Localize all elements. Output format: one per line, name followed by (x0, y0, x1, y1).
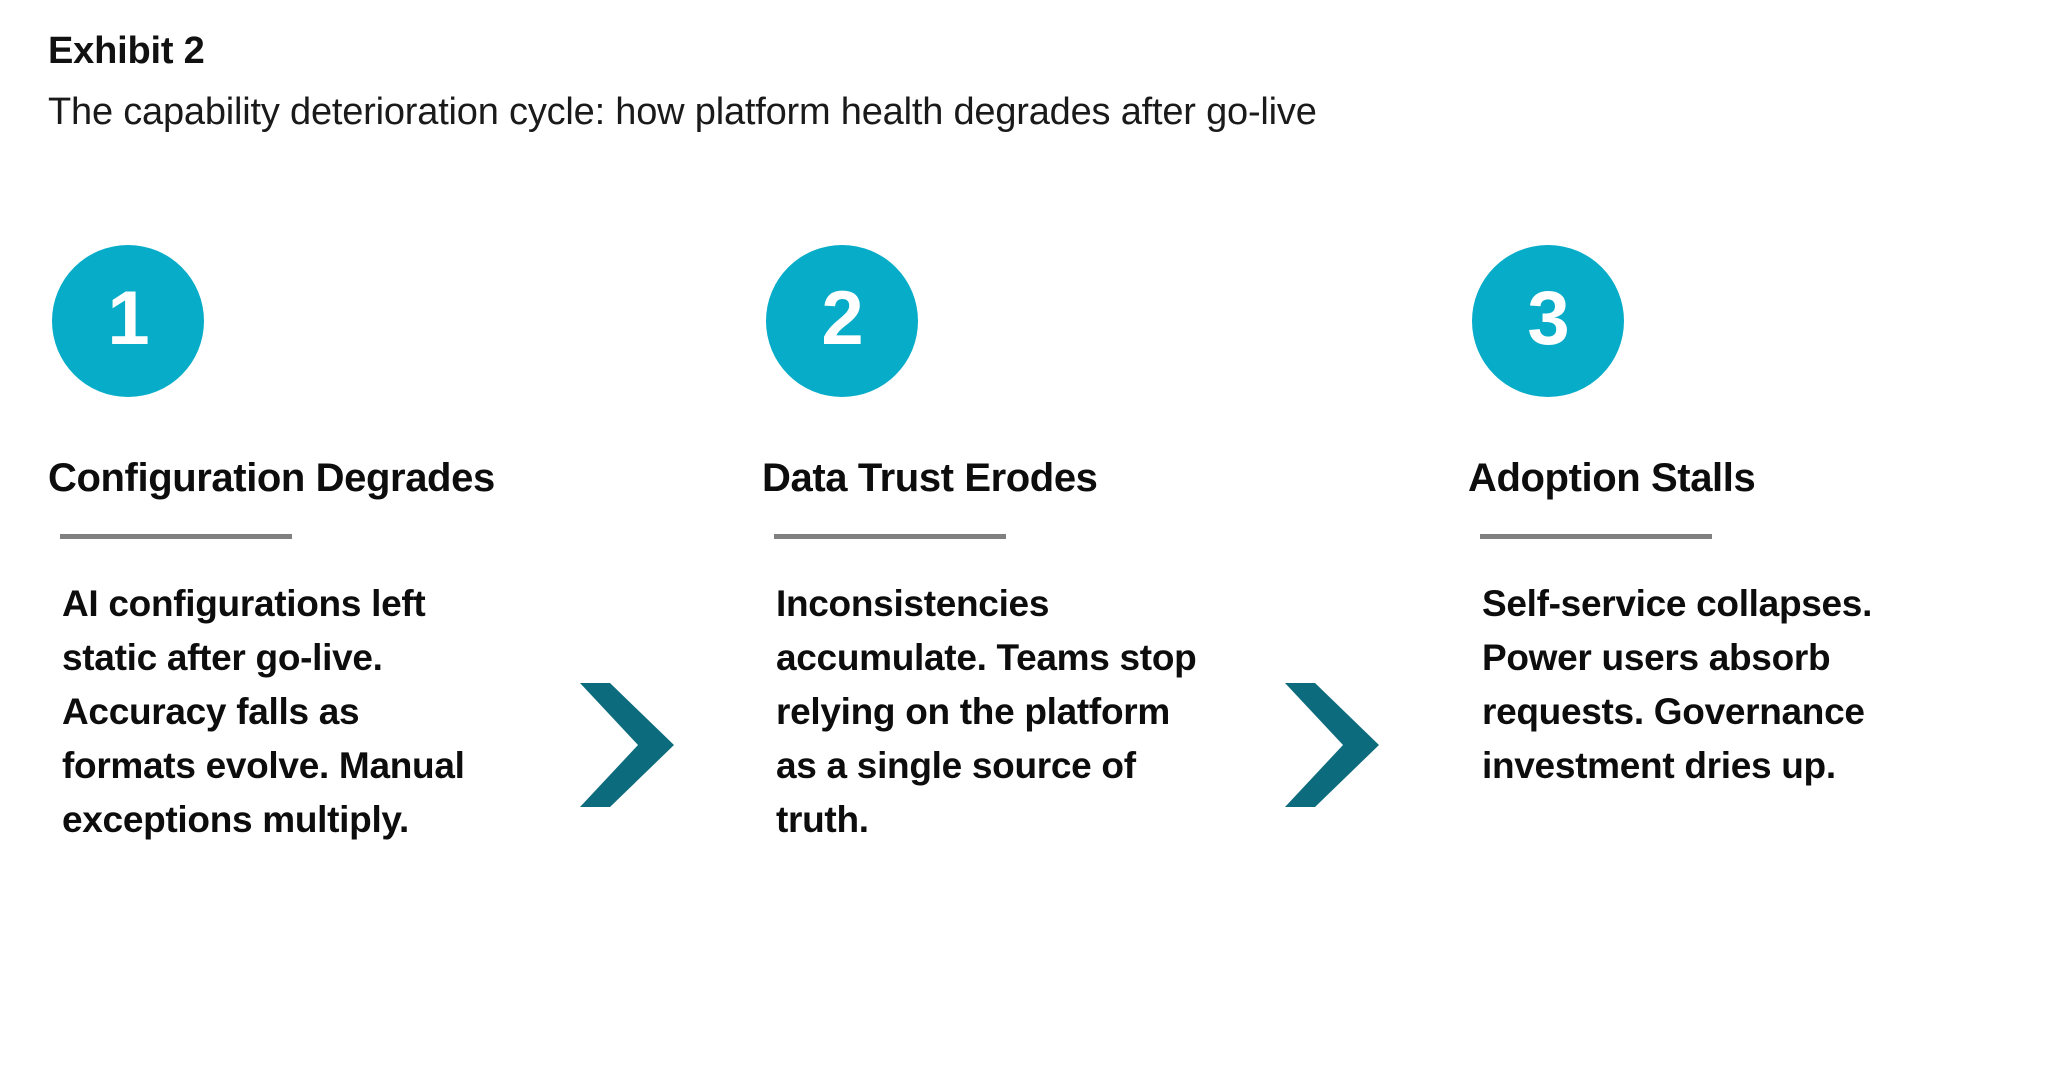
step-body-3: Self-service collapses. Power users abso… (1482, 583, 1873, 787)
exhibit-subtitle: The capability deterioration cycle: how … (48, 90, 1317, 133)
step-body-2: Inconsistencies accumulate. Teams stop r… (776, 583, 1197, 841)
step-divider-1 (60, 534, 292, 539)
step-column-1: 1 Configuration Degrades AI configuratio… (48, 245, 568, 847)
step-body-1: AI configurations left static after go-l… (62, 583, 465, 841)
step-number-badge-3: 3 (1472, 245, 1624, 397)
step-title-3: Adoption Stalls (1468, 456, 1756, 500)
step-number-label-2: 2 (821, 276, 863, 361)
step-number-badge-2: 2 (766, 245, 918, 397)
step-divider-2 (774, 534, 1006, 539)
chevron-right-icon (1285, 683, 1379, 807)
step-number-label-3: 3 (1527, 276, 1569, 361)
step-title-1: Configuration Degrades (48, 456, 495, 500)
step-number-label-1: 1 (107, 276, 149, 361)
step-title-2: Data Trust Erodes (762, 456, 1098, 500)
chevron-right-icon (580, 683, 674, 807)
step-number-badge-1: 1 (52, 245, 204, 397)
exhibit-label: Exhibit 2 (48, 30, 205, 72)
step-column-3: 3 Adoption Stalls Self-service collapses… (1468, 245, 1988, 793)
step-divider-3 (1480, 534, 1712, 539)
step-column-2: 2 Data Trust Erodes Inconsistencies accu… (762, 245, 1282, 847)
steps-container: 1 Configuration Degrades AI configuratio… (0, 245, 2048, 1045)
exhibit-header: Exhibit 2 The capability deterioration c… (48, 30, 1948, 137)
